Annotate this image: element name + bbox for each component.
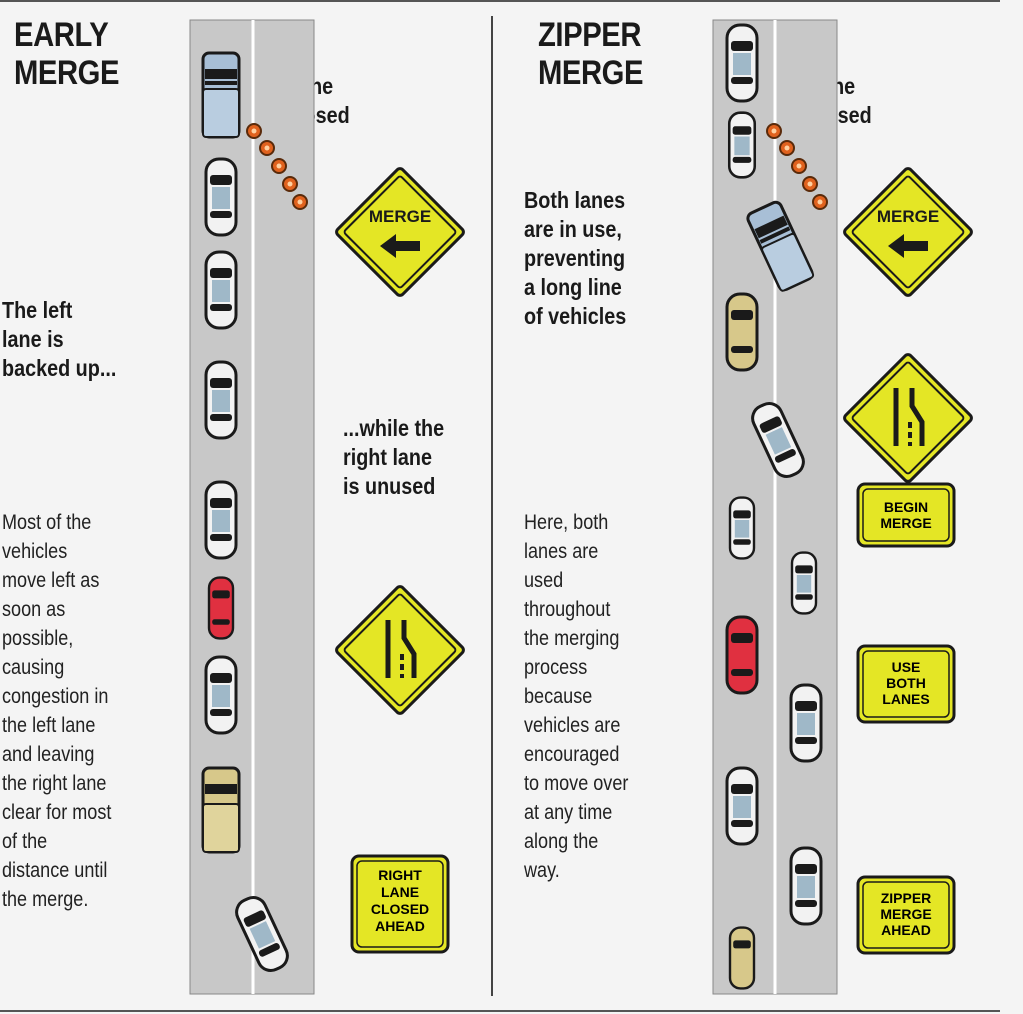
vehicle-car bbox=[728, 496, 756, 560]
early-description: Most of the vehicles move left as soon a… bbox=[2, 511, 112, 911]
vehicle-car-red bbox=[725, 615, 759, 695]
zipper-both-lanes-text: Both lanes are in use, preventing a long… bbox=[524, 187, 627, 329]
vehicle-car bbox=[789, 683, 823, 763]
early-right-lane-closed-sign: RIGHT LANE CLOSED AHEAD bbox=[350, 854, 450, 954]
vehicle-car-red bbox=[207, 576, 235, 640]
zipper-vehicles bbox=[725, 23, 823, 990]
svg-text:AHEAD: AHEAD bbox=[881, 922, 931, 938]
early-merge-sign: MERGE bbox=[335, 167, 465, 297]
early-merge-sign-label: MERGE bbox=[369, 207, 431, 226]
early-vehicles bbox=[201, 51, 294, 977]
vehicle-car bbox=[204, 360, 238, 440]
vehicle-car bbox=[790, 551, 818, 615]
svg-text:ZIPPER: ZIPPER bbox=[881, 890, 932, 906]
early-right-lane-text: ...while the right lane is unused bbox=[343, 415, 445, 499]
svg-text:BOTH: BOTH bbox=[886, 675, 926, 691]
panel-divider bbox=[491, 16, 493, 996]
lane-merge-icon bbox=[909, 388, 925, 446]
vehicle-car bbox=[725, 23, 759, 103]
vehicle-car-tan bbox=[725, 292, 759, 372]
svg-text:USE: USE bbox=[892, 659, 921, 675]
zipper-merge-sign-label: MERGE bbox=[877, 207, 939, 226]
svg-text:LANE: LANE bbox=[381, 884, 419, 900]
svg-text:LANES: LANES bbox=[882, 691, 929, 707]
svg-text:BEGIN: BEGIN bbox=[884, 499, 928, 515]
early-lane-ends-sign bbox=[335, 585, 465, 715]
zipper-merge-sign: MERGE bbox=[843, 167, 973, 297]
top-rule bbox=[0, 0, 1000, 2]
vehicle-truck bbox=[201, 51, 241, 139]
svg-text:MERGE: MERGE bbox=[880, 906, 931, 922]
bottom-rule bbox=[0, 1010, 1000, 1012]
arrow-left-icon bbox=[380, 234, 420, 258]
arrow-left-icon bbox=[888, 234, 928, 258]
svg-text:MERGE: MERGE bbox=[880, 515, 931, 531]
vehicle-truck-tan bbox=[201, 766, 241, 854]
vehicle-car bbox=[204, 480, 238, 560]
early-merge-title: EARLY MERGE bbox=[14, 16, 120, 92]
zipper-merge-title: ZIPPER MERGE bbox=[538, 16, 644, 92]
vehicle-car-tan bbox=[728, 926, 756, 990]
zipper-description: Here, both lanes are used throughout the… bbox=[524, 511, 629, 882]
svg-text:AHEAD: AHEAD bbox=[375, 918, 425, 934]
zipper-merge-ahead-sign: ZIPPER MERGE AHEAD bbox=[856, 875, 956, 955]
vehicle-car bbox=[204, 250, 238, 330]
early-left-lane-text: The left lane is backed up... bbox=[2, 297, 117, 381]
vehicle-car bbox=[204, 655, 238, 735]
vehicle-car bbox=[725, 766, 759, 846]
svg-text:CLOSED: CLOSED bbox=[371, 901, 429, 917]
zipper-use-both-lanes-sign: USE BOTH LANES bbox=[856, 644, 956, 724]
vehicle-car bbox=[789, 846, 823, 926]
zipper-begin-merge-sign: BEGIN MERGE bbox=[856, 482, 956, 548]
vehicle-car bbox=[727, 111, 757, 179]
vehicle-car bbox=[204, 157, 238, 237]
zipper-lane-ends-sign bbox=[843, 353, 973, 483]
lane-merge-icon bbox=[401, 620, 417, 678]
svg-text:RIGHT: RIGHT bbox=[378, 867, 422, 883]
